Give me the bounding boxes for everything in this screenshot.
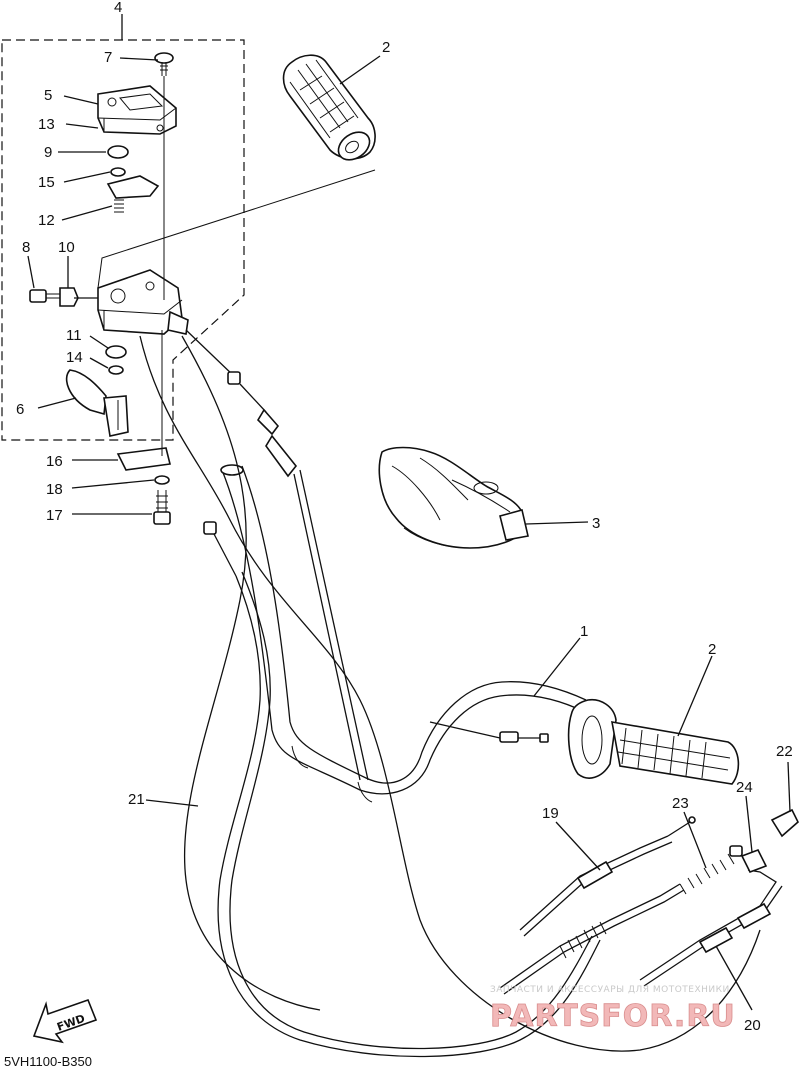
washer-14 — [108, 365, 124, 375]
callouts: 4 7 5 13 9 15 12 8 10 11 14 6 16 18 17 2… — [16, 0, 793, 1034]
callout-7: 7 — [104, 49, 112, 66]
fwd-arrow: FWD — [32, 998, 98, 1044]
callout-9: 9 — [44, 144, 52, 161]
callout-17: 17 — [46, 507, 63, 524]
throttle-cable — [429, 721, 549, 743]
diagram-code: 5VH1100-B350 — [4, 1054, 92, 1069]
cable-loop — [139, 335, 761, 1052]
callout-14: 14 — [66, 349, 83, 366]
callout-15: 15 — [38, 174, 55, 191]
nut-10 — [59, 287, 79, 307]
washer-15 — [110, 167, 126, 177]
callout-5: 5 — [44, 87, 52, 104]
grip-right — [567, 698, 740, 785]
callout-21: 21 — [128, 791, 145, 808]
callout-23: 23 — [672, 795, 689, 812]
switch-lower — [97, 269, 189, 335]
callout-13: 13 — [38, 116, 55, 133]
cable-23 — [499, 845, 743, 995]
assembly-box — [1, 39, 245, 441]
cable-upper — [185, 329, 369, 781]
handlebar — [220, 464, 587, 803]
nut-11 — [105, 345, 127, 359]
cable-21 — [203, 521, 601, 1058]
callout-3: 3 — [592, 515, 600, 532]
bolt-17 — [153, 490, 171, 525]
bolt-8 — [29, 289, 64, 303]
lever-6 — [65, 369, 129, 437]
nut-24 — [740, 848, 768, 874]
callout-11: 11 — [66, 327, 82, 344]
cable-19 — [519, 816, 696, 937]
cable-loop-2 — [181, 335, 321, 1011]
callout-8: 8 — [22, 239, 30, 256]
callout-12: 12 — [38, 212, 55, 229]
callout-20: 20 — [744, 1017, 761, 1034]
bracket-15 — [106, 175, 160, 199]
align-line-grip — [97, 169, 376, 289]
callout-24: 24 — [736, 779, 753, 796]
screw-7 — [154, 52, 174, 76]
callout-18: 18 — [46, 481, 63, 498]
watermark-tagline: ЗАПЧАСТИ И АКСЕССУАРЫ ДЛЯ МОТОТЕХНИКИ — [490, 985, 730, 995]
spring-12 — [114, 199, 124, 213]
callout-2-top: 2 — [382, 39, 390, 56]
handlebar-cover — [378, 446, 529, 549]
cable-20 — [639, 869, 783, 987]
callout-16: 16 — [46, 453, 63, 470]
clamp-16 — [116, 447, 171, 471]
watermark-logo: PARTSFOR.RU — [490, 999, 736, 1034]
callout-22: 22 — [776, 743, 793, 760]
leader-lines — [27, 55, 791, 1011]
callout-2-right: 2 — [708, 641, 716, 658]
watermark: ЗАПЧАСТИ И АКСЕССУАРЫ ДЛЯ МОТОТЕХНИКИ PA… — [490, 985, 736, 1034]
callout-4: 4 — [114, 0, 122, 16]
callout-10: 10 — [58, 239, 75, 256]
callout-1: 1 — [580, 623, 588, 640]
bolt-22 — [770, 808, 799, 838]
grip-top — [282, 54, 376, 161]
washer-18 — [154, 475, 170, 485]
switch-upper — [97, 85, 177, 135]
callout-6: 6 — [16, 401, 24, 418]
callout-19: 19 — [542, 805, 559, 822]
nut-9 — [107, 145, 129, 159]
